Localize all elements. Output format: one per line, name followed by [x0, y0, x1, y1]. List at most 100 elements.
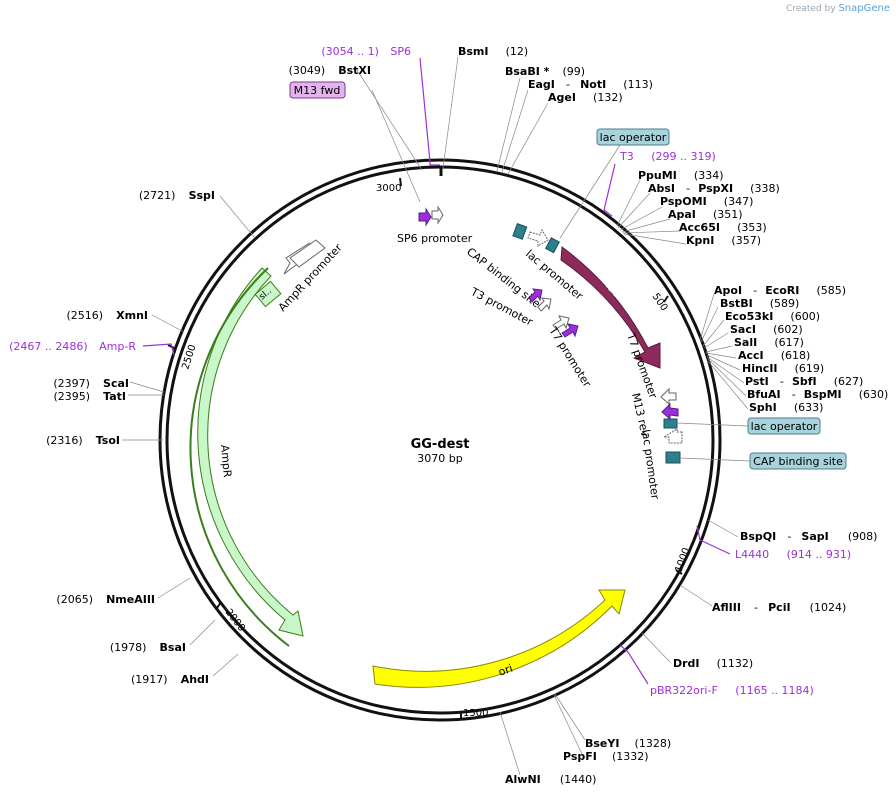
primer-sp6-name: SP6	[390, 45, 411, 58]
site-sphi-name: SphI	[749, 401, 777, 414]
ampr-label: AmpR	[218, 444, 234, 478]
site-kpni-pos: (357)	[731, 234, 761, 247]
t3-primer-marker	[603, 163, 616, 217]
lacza-feature[interactable]: lacZα	[560, 246, 661, 369]
lac-promoter-lower-label: lac promoter	[639, 429, 662, 501]
site-absi-name: AbsI	[648, 182, 675, 195]
site-bspqi-name: BspQI	[740, 530, 776, 543]
t3-promoter-white-arrow	[537, 297, 552, 312]
site-acci: AccI (618)	[738, 344, 810, 363]
site-agei-name: AgeI	[548, 91, 576, 104]
site-tati-pos: (2395)	[53, 390, 90, 403]
m13-fwd-box[interactable]: M13 fwd	[289, 81, 346, 99]
leader-line	[705, 345, 733, 353]
t7-promoter-inner-feature[interactable]: T7 promoter	[546, 315, 594, 390]
site-bstbi: BstBI (589)	[720, 292, 799, 311]
site-ppumi-pos: (334)	[694, 169, 724, 182]
sp6-promoter-purple-arrow	[418, 207, 432, 227]
leader-line	[219, 195, 256, 239]
leader-line	[641, 632, 671, 663]
site-nmeaiii-pos: (2065)	[56, 593, 93, 606]
lac-operator-top-box[interactable]: lac operator	[596, 128, 670, 146]
site-bfuai: BfuAI - BspMI (630)	[747, 383, 888, 402]
leader-line	[623, 233, 687, 245]
site-alwni-name: AlwNI	[505, 773, 541, 786]
site-pspfi: PspFI (1332)	[563, 745, 649, 764]
cap-site-right-box[interactable]: CAP binding site	[749, 452, 847, 470]
site-bsabi-pos: (99)	[563, 65, 586, 78]
cap-site-teal-box-right	[665, 451, 681, 464]
primer-l4440: L4440 (914 .. 931)	[735, 548, 851, 561]
leader-line	[212, 653, 239, 677]
pbr322ori-primer-marker	[619, 644, 649, 685]
lac-operator-right-box-label: lac operator	[751, 420, 818, 433]
leader-line	[129, 381, 165, 393]
site-afliii-name: AflIII	[712, 601, 741, 614]
site-bstbi-pos: (589)	[770, 297, 800, 310]
cap-site-right-box-label: CAP binding site	[753, 455, 843, 468]
lac-operator-right-box[interactable]: lac operator	[747, 417, 821, 435]
site-agei: AgeI (132)	[548, 86, 623, 105]
site-psti-name: PstI	[745, 375, 769, 388]
site-acc65i: Acc65I (353)	[679, 216, 767, 235]
primer-ampr-name: Amp-R	[99, 340, 136, 353]
t3-promoter-feature[interactable]: T3 promoter	[468, 285, 552, 329]
site-ppumi: PpuMI (334)	[638, 164, 724, 183]
site-eagi: EagI - NotI (113)	[528, 73, 653, 92]
site-noti-name: NotI	[580, 78, 606, 91]
site-apoi-pos: (585)	[816, 284, 846, 297]
site-bsmi: BsmI (12)	[458, 40, 528, 59]
primer-sp6-range: (3054 .. 1)	[321, 45, 379, 58]
site-bspqi-sep: -	[787, 530, 791, 543]
leader-line	[703, 332, 729, 349]
t7-promoter-outer-feature[interactable]: T7 promoter	[624, 331, 677, 406]
primer-l4440-name: L4440	[735, 548, 769, 561]
primer-pbr322ori-range: (1165 .. 1184)	[735, 684, 814, 697]
site-tsoi: (2316) TsoI	[46, 429, 120, 448]
lac-promoter-lower-feature[interactable]: lac promoter	[639, 428, 683, 501]
leader-line	[706, 356, 745, 384]
lac-operator-right-box-bg	[747, 417, 821, 435]
lac-promoter-dashed-arrow	[527, 228, 549, 247]
tick-label-1500: 1500	[463, 708, 488, 719]
t7-promoter-outer-arrow	[660, 387, 677, 406]
tick-mark-2000	[216, 601, 222, 609]
site-eco53ki-pos: (600)	[790, 310, 820, 323]
ori-label: ori	[497, 662, 515, 679]
site-bstxi-pos: (3049)	[289, 64, 326, 77]
ampr-feature[interactable]: AmpR	[189, 267, 304, 647]
ori-feature[interactable]: ori	[372, 589, 626, 688]
m13-fwd-box-label: M13 fwd	[294, 84, 341, 97]
site-drdi-name: DrdI	[673, 657, 700, 670]
primer-t3: T3 (299 .. 319)	[619, 150, 716, 163]
ampr-promoter-body	[289, 239, 326, 268]
site-bstbi-name: BstBI	[720, 297, 753, 310]
primer-l4440-range: (914 .. 931)	[787, 548, 852, 561]
site-psti-sep: -	[780, 375, 784, 388]
site-apai-pos: (351)	[713, 208, 743, 221]
m13-fwd-box-bg	[289, 81, 346, 99]
site-pspxi-name: PspXI	[698, 182, 733, 195]
lac-operator-right-feature[interactable]	[663, 418, 678, 429]
sp6-promoter-label: SP6 promoter	[397, 232, 473, 245]
site-saci: SacI (602)	[730, 318, 803, 337]
site-sphi-pos: (633)	[794, 401, 824, 414]
site-sbfi-name: SbfI	[792, 375, 817, 388]
site-bsai: (1978) BsaI	[110, 636, 186, 655]
snapgene-logo: SnapGene	[838, 3, 890, 14]
site-pcii-name: PciI	[768, 601, 790, 614]
site-saci-pos: (602)	[773, 323, 803, 336]
site-xmni-pos: (2516)	[66, 309, 103, 322]
site-bseyi-name: BseYI	[585, 737, 619, 750]
site-alwni: AlwNI (1440)	[505, 768, 596, 787]
leader-line	[702, 319, 725, 347]
primer-ampr-range: (2467 .. 2486)	[9, 340, 88, 353]
m13-rev-arrow	[661, 402, 679, 421]
leader-line	[496, 77, 521, 172]
leader-line	[371, 89, 421, 203]
site-afliii-sep: -	[754, 601, 758, 614]
sp6-promoter-feature[interactable]: SP6 promoter	[397, 205, 473, 245]
site-ahdi-name: AhdI	[181, 673, 209, 686]
cap-site-right-feature[interactable]	[665, 451, 681, 464]
leader-line	[707, 358, 747, 397]
